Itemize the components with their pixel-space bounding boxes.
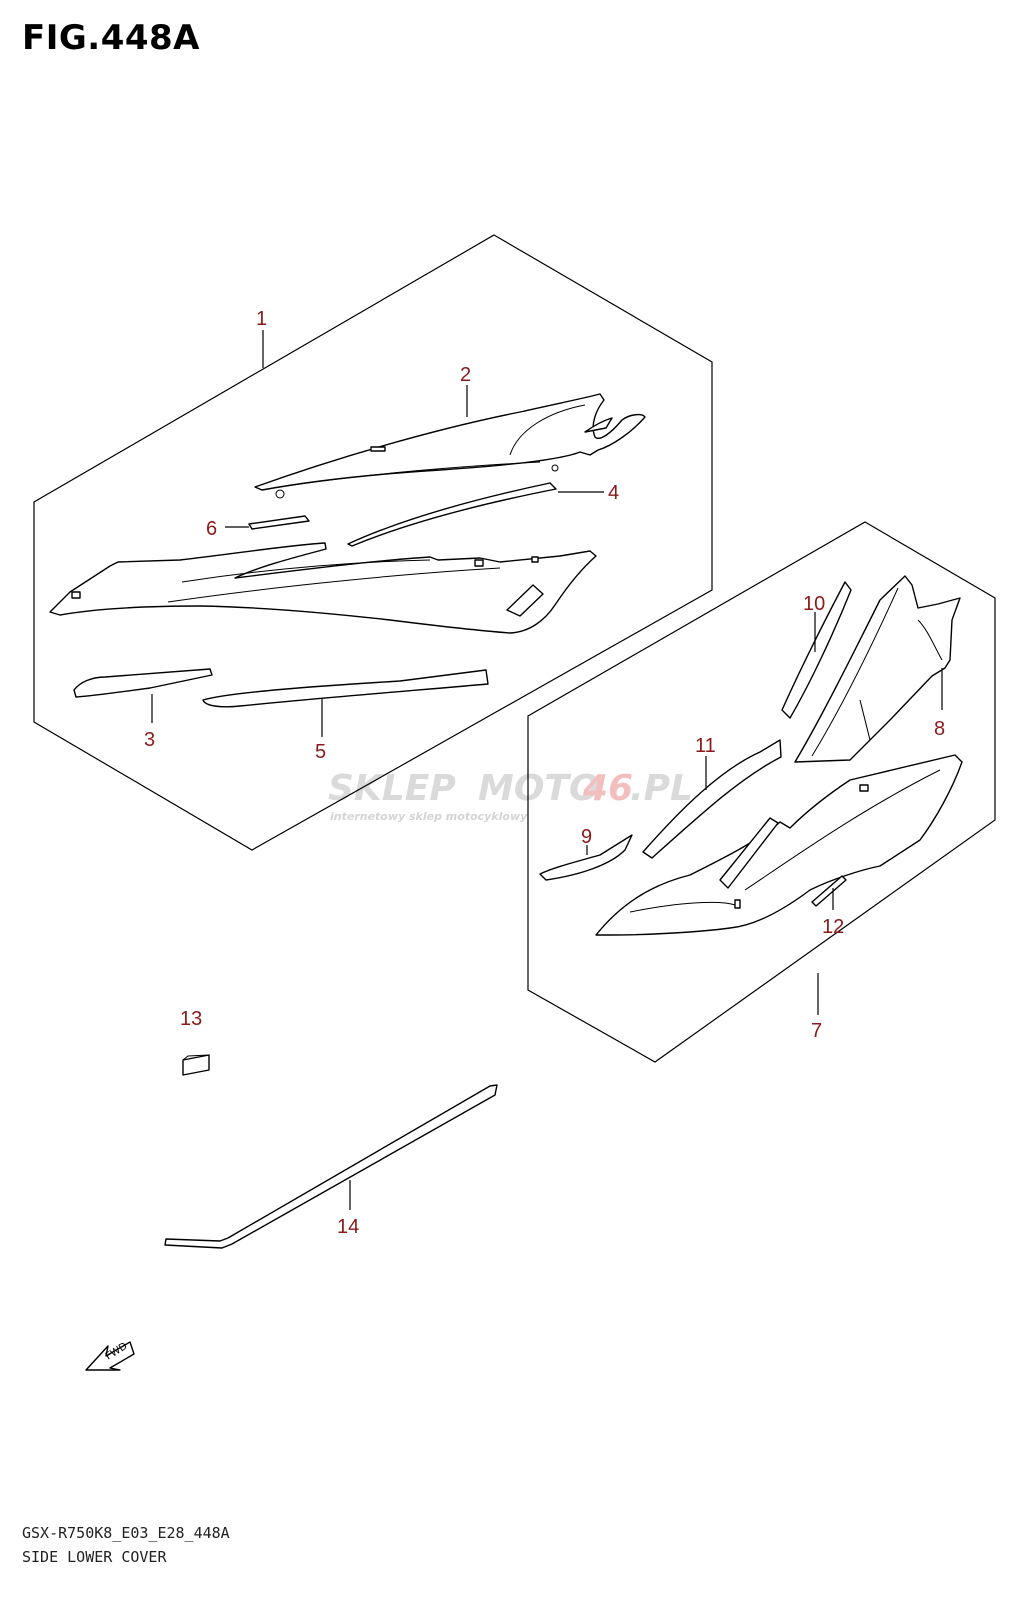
section-name: SIDE LOWER COVER [22,1548,167,1566]
callout-10: 10 [803,593,825,615]
part-2-upper-cover [254,393,646,499]
part-3-lower-trim [73,668,213,698]
part-9-trim [539,834,633,881]
part-5-lower-strip [202,669,489,708]
watermark-brand-c: 46 [582,768,633,809]
callout-9: 9 [581,826,592,848]
callout-1: 1 [256,308,267,330]
part-10-trim [781,581,852,719]
part-7-lower-cover [595,754,963,936]
part-1-side-cover [49,542,597,634]
model-code: GSX-R750K8_E03_E28_448A [22,1524,230,1542]
part-12-small-strip [811,875,847,907]
callout-2: 2 [460,364,471,386]
callout-12: 12 [822,916,844,938]
leader-lines [151,330,943,1210]
part-8-upper-panel [794,575,961,763]
watermark-tagline: internetowy sklep motocyklowy [330,810,528,823]
watermark-brand-b: MOTO [478,768,600,809]
fwd-arrow-icon: FWD [85,1341,135,1371]
callout-6: 6 [206,518,217,540]
callout-14: 14 [337,1216,359,1238]
callout-8: 8 [934,718,945,740]
watermark-brand-a: SKLEP [328,768,456,809]
callout-4: 4 [608,482,619,504]
figure-title: FIG.448A [22,18,200,58]
assembly-frame-left [33,234,713,851]
part-13-clip [182,1054,210,1076]
callout-13: 13 [180,1008,202,1030]
part-11-trim [642,739,782,859]
part-6-small-strip [248,515,310,530]
assembly-frame-right [527,521,996,1063]
part-4-trim-strip [347,482,557,547]
part-14-seal [164,1084,498,1249]
callout-5: 5 [315,741,326,763]
callout-7: 7 [811,1020,822,1042]
watermark-brand-d: .PL [630,768,693,809]
callout-labels: 1 2 3 4 5 6 7 8 9 10 11 12 13 14 [144,308,945,1238]
watermark: SKLEP MOTO 46 .PL internetowy sklep moto… [328,768,693,823]
callout-11: 11 [695,735,716,757]
callout-3: 3 [144,729,155,751]
